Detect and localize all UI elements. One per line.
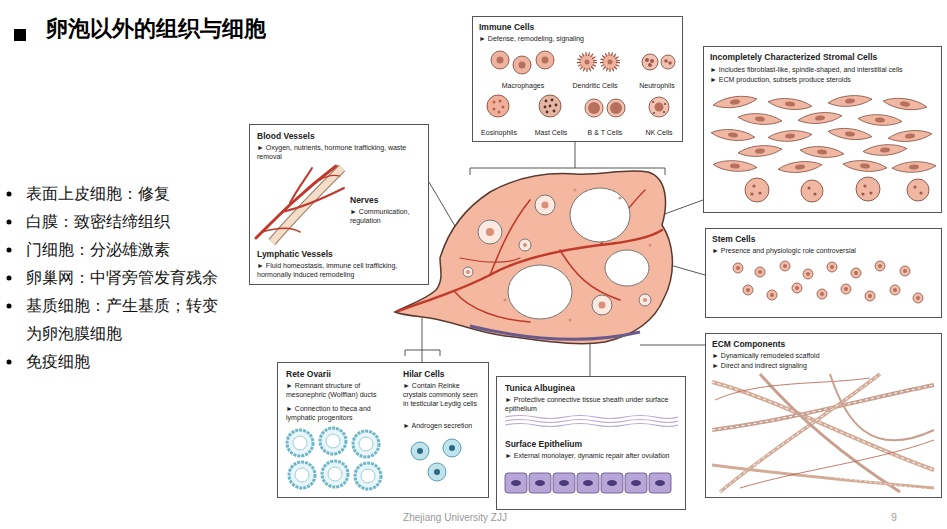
cell-label: Dendritic Cells: [565, 81, 625, 90]
cell-label: Eosinophils: [475, 128, 523, 137]
box-text: ► Androgen secretion: [403, 421, 485, 430]
stem-cells-box: Stem Cells ► Presence and physiologic rol…: [705, 228, 942, 318]
cell-label: Neutrophils: [633, 81, 681, 90]
box-text: ► Defense, remodeling, signaling: [479, 34, 679, 43]
box-text: ► External monolayer, dynamic repair aft…: [505, 451, 680, 460]
box-text: ► Protective connective tissue sheath un…: [505, 395, 680, 413]
box-heading: ECM Components: [712, 339, 936, 349]
box-heading: Hilar Cells: [403, 369, 485, 379]
footer-text: Zhejiang University ZJJ: [395, 512, 515, 524]
box-text: ► Oxygen, nutrients, hormone trafficking…: [257, 143, 407, 161]
list-item: 免疫细胞: [26, 348, 226, 376]
cell-label: Macrophages: [495, 81, 551, 90]
box-heading: Tunica Albuginea: [505, 383, 680, 393]
cell-label: NK Cells: [637, 128, 681, 137]
title-square: [14, 29, 26, 41]
box-heading: Nerves: [350, 195, 426, 205]
list-item: 门细胞：分泌雄激素: [26, 236, 226, 264]
box-heading: Surface Epithelium: [505, 439, 680, 449]
box-heading: Immune Cells: [479, 22, 679, 32]
box-text: ► Dynamically remodeled scaffold: [712, 351, 936, 360]
list-item: 卵巢网：中肾旁管发育残余: [26, 264, 226, 292]
box-text: ► Remnant structure of mesonephric (Wolf…: [286, 381, 396, 399]
rete-hilar-box: Rete Ovarii ► Remnant structure of mesone…: [277, 362, 489, 498]
box-text: ► Presence and physiologic role controve…: [712, 246, 936, 255]
ecm-box: ECM Components ► Dynamically remodeled sc…: [705, 333, 942, 498]
box-heading: Incompletely Characterized Stromal Cells: [710, 52, 938, 62]
box-text: ► Communication, regulation: [350, 207, 420, 225]
box-heading: Blood Vessels: [257, 131, 417, 141]
immune-cells-box: Immune Cells ► Defense, remodeling, signa…: [472, 16, 683, 142]
box-heading: Lymphatic Vessels: [257, 249, 417, 259]
list-item: 表面上皮细胞：修复: [26, 180, 226, 208]
list-item: 白膜：致密结缔组织: [26, 208, 226, 236]
box-text: ► Fluid homeostasis, immune cell traffic…: [257, 261, 425, 279]
box-heading: Stem Cells: [712, 234, 936, 244]
page-number: 9: [884, 512, 904, 524]
stromal-cells-box: Incompletely Characterized Stromal Cells…: [703, 46, 942, 213]
box-text: ► Direct and indirect signaling: [712, 361, 936, 370]
cell-label: Mast Cells: [529, 128, 573, 137]
box-heading: Rete Ovarii: [286, 369, 396, 379]
list-item: 基质细胞：产生基质；转变为卵泡膜细胞: [26, 292, 226, 348]
vessels-nerves-box: Blood Vessels ► Oxygen, nutrients, hormon…: [249, 124, 429, 285]
box-text: ► Contain Reinke crystals commonly seen …: [403, 381, 485, 408]
box-text: ► Includes fibroblast-like, spindle-shap…: [710, 65, 938, 74]
box-text: ► ECM production, subsets produce steroi…: [710, 75, 938, 84]
box-text: ► Connection to theca and lymphatic prog…: [286, 404, 396, 422]
tunica-epithelium-box: Tunica Albuginea ► Protective connective …: [496, 376, 686, 510]
cell-label: B & T Cells: [579, 128, 631, 137]
slide-title: 卵泡以外的组织与细胞: [46, 14, 266, 44]
